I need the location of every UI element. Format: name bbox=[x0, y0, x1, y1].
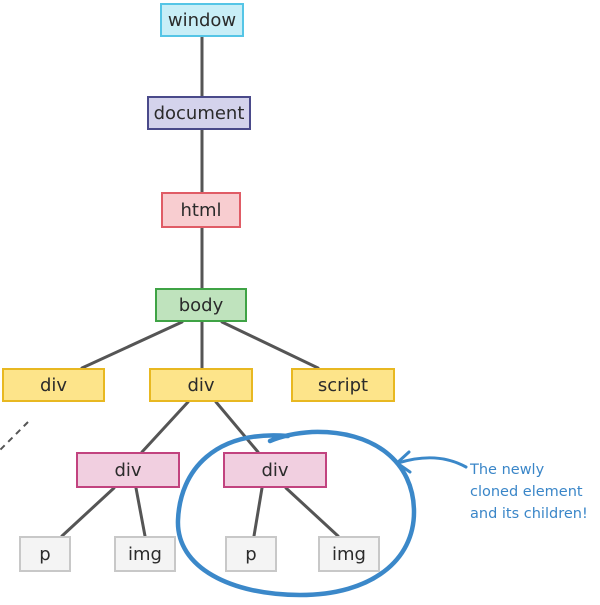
annotation-arrow bbox=[396, 456, 468, 469]
edge-div-inner-right-img-right bbox=[284, 486, 340, 538]
node-p-left: p bbox=[19, 536, 71, 572]
node-label: img bbox=[128, 543, 162, 565]
edge-div-inner-right-p-right bbox=[252, 486, 264, 538]
dashed-offscreen-edge bbox=[0, 421, 29, 451]
annotation-line-2: cloned element bbox=[470, 484, 583, 500]
node-label: img bbox=[332, 543, 366, 565]
edge-div-inner-left-p-left bbox=[60, 486, 116, 538]
node-label: div bbox=[261, 459, 289, 481]
node-label: script bbox=[317, 374, 369, 396]
node-script: script bbox=[291, 368, 395, 402]
node-label: div bbox=[114, 459, 142, 481]
edge-body-div-left bbox=[80, 320, 184, 370]
highlight-loop bbox=[175, 429, 417, 598]
node-p-right: p bbox=[225, 536, 277, 572]
node-label: document bbox=[153, 102, 245, 124]
edge-div-middle-div-inner-right bbox=[214, 400, 260, 454]
annotation-line-1: The newly bbox=[470, 462, 545, 478]
node-label: div bbox=[39, 374, 68, 396]
node-img-right: img bbox=[318, 536, 380, 572]
annotation-text: The newly cloned element and its childre… bbox=[470, 459, 598, 525]
node-html: html bbox=[161, 192, 241, 228]
node-div-left: div bbox=[2, 368, 105, 402]
node-div-inner-right: div bbox=[223, 452, 327, 488]
node-document: document bbox=[147, 96, 251, 130]
node-label: p bbox=[245, 543, 257, 565]
node-img-left: img bbox=[114, 536, 176, 572]
node-div-inner-left: div bbox=[76, 452, 180, 488]
node-window: window bbox=[160, 3, 244, 37]
edge-div-inner-left-img-left bbox=[134, 486, 147, 538]
node-label: window bbox=[167, 9, 237, 31]
node-label: body bbox=[178, 294, 224, 316]
node-body: body bbox=[155, 288, 247, 322]
edge-div-middle-div-inner-left bbox=[140, 400, 190, 454]
node-label: html bbox=[180, 199, 222, 221]
annotation-line-3: and its children! bbox=[470, 506, 588, 522]
annotation-arrowhead bbox=[395, 450, 412, 474]
node-label: p bbox=[39, 543, 51, 565]
connectors bbox=[60, 35, 340, 538]
node-label: div bbox=[187, 374, 215, 396]
edge-body-script bbox=[220, 320, 320, 370]
node-div-middle: div bbox=[149, 368, 253, 402]
